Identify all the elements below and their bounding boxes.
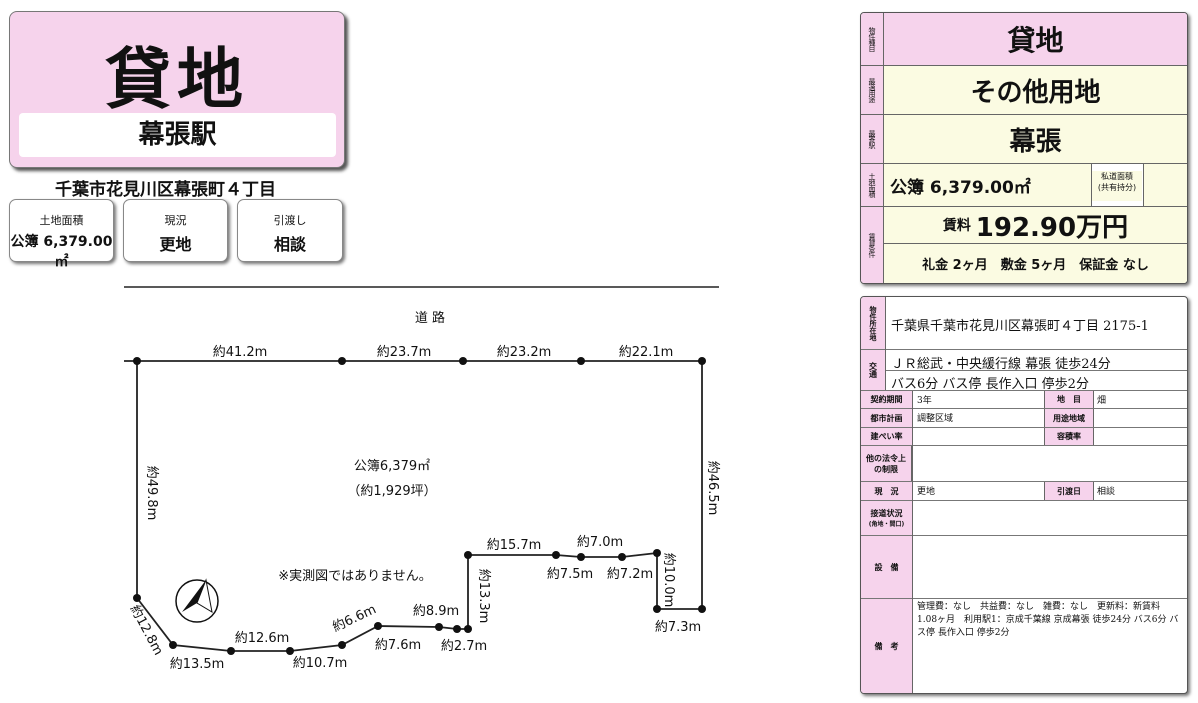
area-sub: （約1,929坪）	[347, 484, 436, 499]
value-transport-1: ＪＲ総武・中央緩行線 幕張 徒歩24分	[891, 353, 1111, 372]
label-transport: 交通	[861, 350, 886, 390]
edge-label: 約41.2m	[213, 345, 268, 360]
value-land-category: 畑	[1097, 393, 1107, 406]
lot-vertices	[133, 357, 706, 655]
value-transport-2: バス6分 バス停 長作入口 停歩2分	[891, 373, 1089, 392]
label-status: 現 況	[861, 482, 913, 500]
edge-label: 約7.3m	[655, 620, 701, 635]
label-station: 最寄駅	[861, 115, 884, 163]
edge-label: 約23.2m	[497, 345, 552, 360]
area-main: 公簿6,379㎡	[354, 459, 430, 474]
title-card: 貸地 幕張駅	[9, 11, 345, 168]
edge-label: 約7.0m	[577, 535, 623, 550]
value-handover: 相談	[1097, 484, 1116, 497]
value-use: その他用地	[884, 66, 1187, 114]
label-road-access: 接道状況 (角地・間口)	[861, 501, 913, 535]
label-other-laws: 他の法令上の制限	[861, 446, 912, 481]
value-area: 公簿 6,379.00㎡	[884, 164, 1091, 206]
label-location: 物件所在地	[861, 297, 886, 349]
value-private-road-area	[1144, 164, 1187, 206]
details-table: 物件所在地 千葉県千葉市花見川区幕張町４丁目 2175-1 交通 ＪＲ総武・中央…	[860, 296, 1188, 694]
edge-label: 約15.7m	[487, 538, 542, 553]
road-label: 道 路	[415, 310, 445, 326]
edge-label: 約12.6m	[235, 631, 290, 646]
label-use: 最適用途	[861, 66, 884, 114]
edge-label: 約23.7m	[377, 345, 432, 360]
listing-type-title: 貸地	[105, 41, 249, 118]
edge-label: 約10.7m	[293, 656, 348, 671]
lot-map: 道 路 約41.2m 約23.7m 約23.2m 約22.1m 約49.8m 約…	[124, 286, 720, 672]
chip-current-status: 現況 更地	[123, 199, 228, 262]
value-deposits: 礼金 2ヶ月 敷金 5ヶ月 保証金 なし	[884, 244, 1187, 283]
chip-title: 現況	[164, 214, 187, 227]
label-handover: 引渡日	[1044, 482, 1094, 500]
edge-label: 約13.5m	[170, 657, 225, 672]
value-status: 更地	[917, 484, 936, 497]
label-contract: 契約期間	[861, 391, 913, 408]
disclaimer-note: ※実測図ではありません。	[278, 568, 432, 584]
label-zone: 用途地域	[1044, 409, 1094, 427]
label-land-category: 地 目	[1044, 391, 1094, 408]
value-type: 貸地	[884, 13, 1187, 65]
edge-label: 約8.9m	[413, 604, 459, 619]
north-arrow-icon	[175, 578, 219, 623]
label-remarks: 備 考	[861, 599, 913, 693]
edge-label: 約2.7m	[441, 639, 487, 654]
label-area: 土地面積	[861, 164, 884, 206]
chip-value: 公簿 6,379.00㎡	[10, 234, 113, 270]
label-type: 物件種目	[861, 13, 884, 65]
edge-label-right: 約46.5m	[705, 461, 720, 516]
station-banner: 幕張駅	[19, 113, 336, 157]
label-terms: 賃貸条件	[861, 207, 884, 283]
private-road-area-label: 私道面積 (共有持分)	[1092, 171, 1142, 201]
label-bcr: 建ぺい率	[861, 428, 913, 445]
label-equipment: 設 備	[861, 536, 913, 598]
label-city-plan: 都市計画	[861, 409, 913, 427]
address-text: 千葉市花見川区幕張町４丁目	[55, 180, 276, 200]
value-location: 千葉県千葉市花見川区幕張町４丁目 2175-1	[891, 315, 1149, 334]
label-far: 容積率	[1044, 428, 1094, 445]
edge-label: 約22.1m	[619, 345, 674, 360]
edge-label: 約13.3m	[476, 569, 491, 624]
edge-label: 約7.2m	[607, 567, 653, 582]
edge-label: 約7.5m	[547, 567, 593, 582]
edge-label: 約7.6m	[375, 638, 421, 653]
chip-land-area: 土地面積 公簿 6,379.00㎡	[9, 199, 114, 270]
value-contract: 3年	[917, 393, 932, 406]
value-city-plan: 調整区域	[917, 411, 954, 424]
chip-value: 更地	[159, 235, 192, 254]
value-remarks: 管理費：なし 共益費：なし 雑費：なし 更新料：新賃料 1.08ヶ月 利用駅1：…	[917, 601, 1181, 640]
summary-table: 物件種目 貸地 最適用途 その他用地 最寄駅 幕張 土地面積 公簿 6,379.…	[860, 12, 1188, 284]
value-station: 幕張	[884, 115, 1187, 163]
chip-handover: 引渡し 相談	[237, 199, 343, 262]
chip-title: 引渡し	[273, 214, 307, 227]
chip-title: 土地面積	[39, 214, 84, 227]
value-rent: 賃料 192.90万円	[884, 207, 1187, 243]
chip-value: 相談	[273, 235, 306, 254]
edge-label: 約10.0m	[661, 553, 676, 608]
edge-label-left: 約49.8m	[144, 466, 159, 521]
